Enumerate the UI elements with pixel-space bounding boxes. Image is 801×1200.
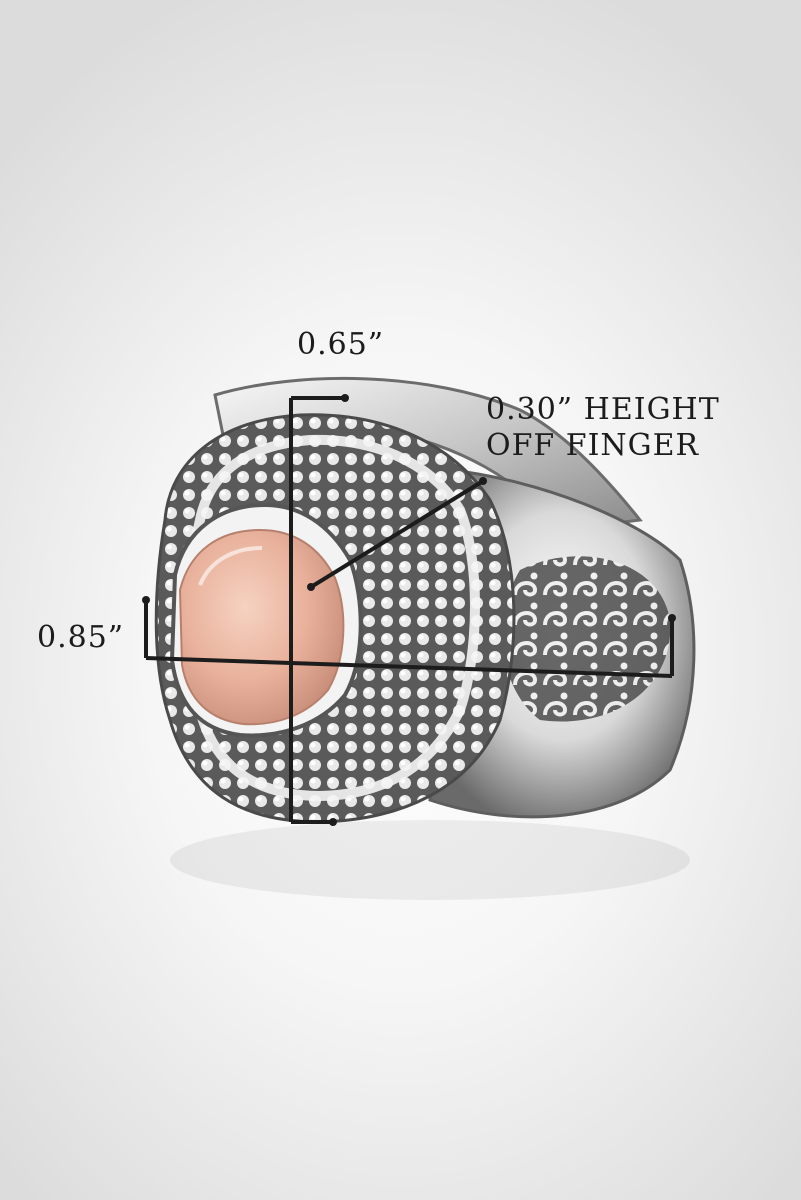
length-measurement-label: 0.85”	[37, 620, 125, 655]
peach-moonstone	[178, 528, 345, 726]
height-measurement-line1: 0.30” HEIGHT	[486, 392, 720, 427]
ring-filigree-right	[502, 556, 671, 722]
ring-shadow	[170, 820, 690, 900]
width-measurement-label: 0.65”	[297, 327, 385, 362]
height-measurement-label: 0.30” HEIGHT OFF FINGER	[486, 395, 720, 467]
height-measurement-line2: OFF FINGER	[486, 428, 700, 463]
gem-highlight	[198, 546, 263, 586]
dimension-endpoints	[142, 394, 676, 826]
dimension-lines	[144, 396, 674, 824]
